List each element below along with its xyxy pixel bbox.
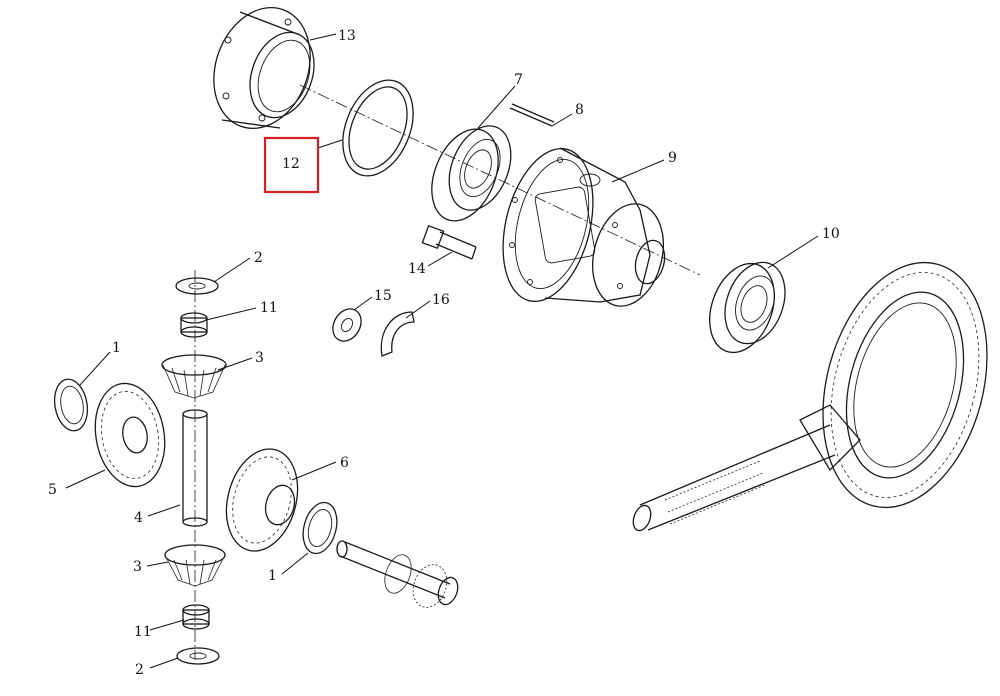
callout-14: 14 bbox=[408, 261, 426, 277]
part-7-roller-bearing[interactable] bbox=[419, 117, 522, 231]
part-4-cross-shaft[interactable] bbox=[182, 409, 208, 527]
part-1-right-thrust-washer[interactable] bbox=[298, 499, 342, 558]
part-1-left-thrust-washer[interactable] bbox=[51, 377, 92, 434]
callout-3-top: 3 bbox=[255, 350, 264, 366]
callout-5: 5 bbox=[48, 482, 57, 498]
part-13-bearing-cover[interactable] bbox=[198, 0, 327, 142]
callout-11-bottom: 11 bbox=[134, 624, 152, 640]
callout-7: 7 bbox=[514, 72, 523, 88]
callout-15: 15 bbox=[374, 288, 392, 304]
part-11-top-bushing[interactable] bbox=[180, 312, 208, 338]
part-2-top-thrust-washer[interactable] bbox=[175, 277, 219, 295]
splined-axle-shaft bbox=[336, 540, 459, 608]
part-9-differential-housing[interactable] bbox=[488, 139, 673, 314]
part-12-gasket-ring[interactable] bbox=[330, 70, 427, 187]
callout-4: 4 bbox=[134, 510, 143, 526]
callout-10: 10 bbox=[822, 226, 840, 242]
part-11-bottom-bushing[interactable] bbox=[182, 604, 210, 630]
part-3-bottom-spider-gear[interactable] bbox=[164, 544, 226, 587]
callout-11-top: 11 bbox=[260, 300, 278, 316]
callout-13: 13 bbox=[338, 28, 356, 44]
part-6-side-gear[interactable] bbox=[216, 441, 309, 559]
part-3-top-spider-gear[interactable] bbox=[161, 354, 227, 399]
part-10-roller-bearing[interactable] bbox=[698, 254, 796, 362]
callout-2-top: 2 bbox=[254, 250, 263, 266]
callout-1-right: 1 bbox=[268, 568, 277, 584]
assembly-axes bbox=[194, 84, 701, 660]
callout-1-left: 1 bbox=[112, 340, 121, 356]
callout-8: 8 bbox=[575, 102, 584, 118]
callout-2-bottom: 2 bbox=[135, 662, 144, 678]
part-8-pin[interactable] bbox=[509, 103, 555, 127]
part-2-bottom-thrust-washer[interactable] bbox=[176, 647, 220, 665]
part-5-side-gear[interactable] bbox=[87, 378, 172, 492]
callout-16: 16 bbox=[432, 292, 450, 308]
part-14-bolt[interactable] bbox=[421, 224, 477, 260]
callout-6: 6 bbox=[340, 455, 349, 471]
callout-12: 12 bbox=[282, 156, 300, 172]
callout-3-bottom: 3 bbox=[133, 559, 142, 575]
callout-leaders bbox=[65, 33, 819, 669]
callout-labels: 13 12 7 8 9 10 14 15 16 2 11 3 1 5 4 6 1… bbox=[48, 28, 840, 678]
part-16-lock-plate[interactable] bbox=[380, 311, 415, 357]
part-15-washer[interactable] bbox=[327, 304, 367, 346]
ring-gear-pinion-assembly bbox=[632, 261, 988, 532]
callout-9: 9 bbox=[668, 150, 677, 166]
highlight-box-12 bbox=[263, 136, 320, 194]
